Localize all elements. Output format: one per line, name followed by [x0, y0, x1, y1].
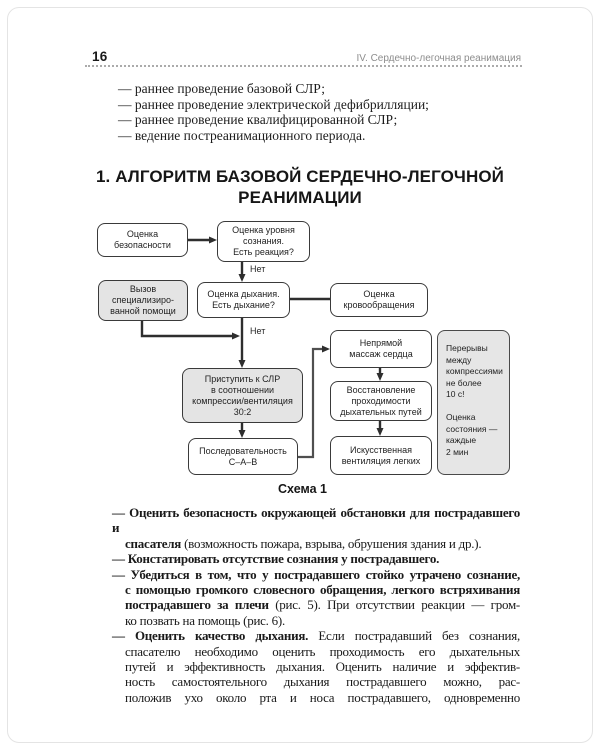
body-line: положив ухо около рта и носа пострадавше…	[125, 689, 520, 705]
node-circulation-assessment: Оценка кровообращения	[330, 283, 428, 317]
node-chest-compressions: Непрямой массаж сердца	[330, 330, 432, 368]
edge-label-no: Нет	[250, 264, 266, 274]
body-line: ность самостоятельного дыхания пострадав…	[125, 674, 520, 690]
node-start-cpr-30-2: Приступить к СЛР в соотношении компресси…	[182, 368, 303, 423]
node-safety-assessment: Оценка безопасности	[97, 223, 188, 257]
flowchart-connectors	[140, 236, 384, 459]
body-line: спасателю необходимо оценить проходимост…	[125, 643, 520, 659]
node-call-specialized-help: Вызов специализиро- ванной помощи	[98, 280, 188, 321]
list-item: — раннее проведение базовой СЛР;	[118, 81, 326, 96]
body-line: — Оценить качество дыхания. Если пострад…	[112, 628, 520, 644]
body-line: путей и эффективность дыхания. Оценить н…	[125, 659, 520, 675]
header-dotted-rule	[85, 58, 522, 67]
body-line: — Констатировать отсутствие сознания у п…	[112, 551, 440, 567]
list-item: — раннее проведение квалифицированной СЛ…	[118, 112, 398, 128]
body-line: — Убедиться в том, что у пострадавшего с…	[112, 566, 520, 582]
node-sequence-c-a-b: Последовательность С–А–В	[188, 438, 298, 475]
node-airway-restoration: Восстановление проходимости дыхательных …	[330, 381, 432, 421]
node-breathing-assessment: Оценка дыхания. Есть дыхание?	[197, 282, 290, 318]
node-artificial-ventilation: Искусственная вентиляция легких	[330, 436, 432, 475]
page-number: 16	[92, 49, 108, 64]
intro-list: — раннее проведение базовой СЛР; — ранне…	[118, 81, 520, 144]
body-line: пострадавшего за плечи (рис. 5). При отс…	[125, 597, 521, 613]
body-line: спасателя (возможность пожара, взрыва, о…	[125, 535, 482, 551]
list-item: — ведение постреанимационного периода.	[118, 128, 366, 144]
edge-label-no: Нет	[250, 326, 266, 336]
body-text: — Оценить безопасность окружающей обстан…	[85, 505, 520, 705]
figure-caption: Схема 1	[278, 482, 327, 496]
node-side-note: Перерывы между компрессиями не более 10 …	[437, 330, 510, 475]
body-line: ко позвать на помощь (рис. 6).	[125, 612, 285, 628]
node-consciousness-assessment: Оценка уровня сознания. Есть реакция?	[217, 221, 310, 262]
list-item: — раннее проведение электрической дефибр…	[118, 96, 429, 112]
section-title: 1. АЛГОРИТМ БАЗОВОЙ СЕРДЕЧНО-ЛЕГОЧНОЙ РЕ…	[96, 167, 504, 207]
body-line: — Оценить безопасность окружающей обстан…	[112, 505, 520, 536]
cpr-algorithm-flowchart: Оценка безопасности Оценка уровня сознан…	[85, 218, 515, 480]
running-chapter-title: IV. Сердечно-легочная реанимация	[356, 53, 521, 64]
body-line: с помощью громкого словесного обращения,…	[125, 582, 520, 598]
